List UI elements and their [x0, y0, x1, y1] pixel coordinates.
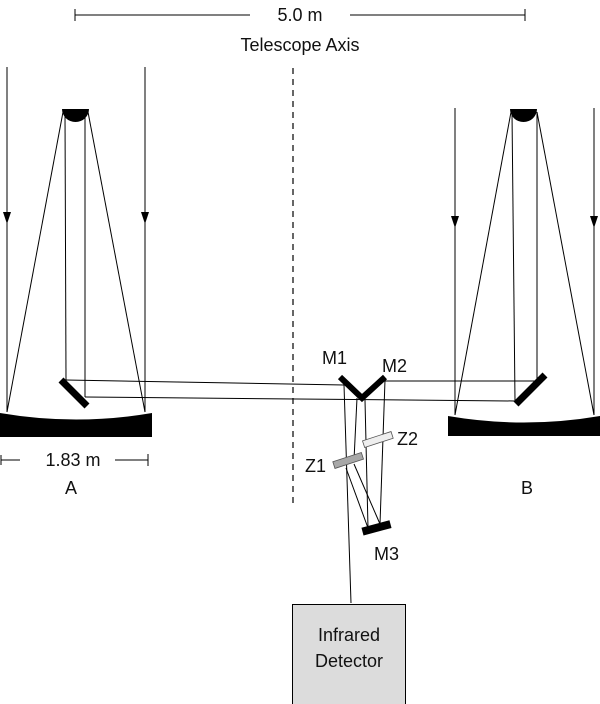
telescope-axis-label: Telescope Axis [240, 35, 359, 55]
tertiary-mirror-b [513, 372, 548, 407]
z2-label: Z2 [397, 429, 418, 449]
beam-combiner: M1 M2 Z1 Z2 M3 [305, 348, 418, 604]
primary-mirror-b [448, 416, 600, 436]
baseline-length: 5.0 m [277, 5, 322, 25]
secondary-mirror-a [62, 109, 89, 123]
baseline-scale: 5.0 m Telescope Axis [74, 5, 526, 55]
detector-label-line1: Infrared [318, 625, 380, 645]
telescope-b-label: B [521, 478, 533, 498]
arrow-icon [3, 212, 11, 224]
primary-mirror-a [0, 413, 152, 437]
arrow-icon [141, 212, 149, 224]
mirror-m3 [361, 520, 392, 536]
m2-label: M2 [382, 356, 407, 376]
m3-label: M3 [374, 544, 399, 564]
mirror-m1-m2 [337, 374, 388, 403]
aperture-label: 1.83 m [45, 450, 100, 470]
detector-label-line2: Detector [315, 651, 383, 671]
tertiary-mirror-a [58, 377, 90, 409]
mirror-z1 [332, 452, 365, 469]
telescope-a: 1.83 m A [0, 67, 152, 498]
m1-label: M1 [322, 348, 347, 368]
arrow-icon [590, 216, 598, 228]
infrared-detector: Infrared Detector [292, 604, 406, 704]
secondary-mirror-b [510, 109, 537, 123]
telescope-b: B [448, 108, 600, 498]
transfer-beams [65, 379, 537, 402]
z1-label: Z1 [305, 456, 326, 476]
arrow-icon [451, 216, 459, 228]
mirror-z2 [361, 431, 394, 448]
telescope-a-label: A [65, 478, 77, 498]
